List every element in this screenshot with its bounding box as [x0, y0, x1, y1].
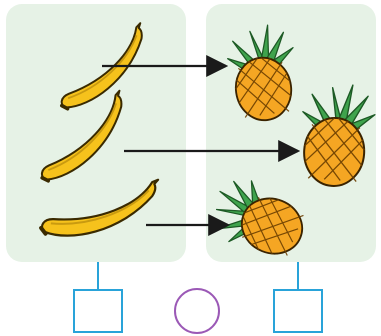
- left-answer-box[interactable]: [73, 289, 123, 333]
- compare-circle[interactable]: [174, 288, 220, 334]
- right-answer-box[interactable]: [273, 289, 323, 333]
